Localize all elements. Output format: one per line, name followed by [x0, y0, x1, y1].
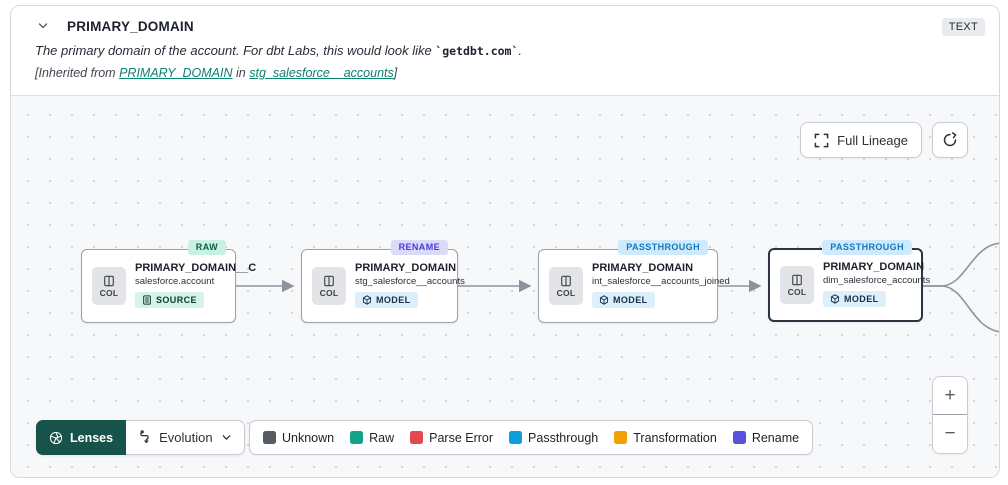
node-title: PRIMARY_DOMAIN	[355, 262, 457, 274]
legend-item: Unknown	[263, 431, 334, 445]
lenses-button[interactable]: Lenses	[36, 420, 127, 455]
source-icon	[143, 295, 151, 305]
model-icon	[599, 295, 609, 305]
column-header: PRIMARY_DOMAIN TEXT The primary domain o…	[11, 6, 999, 96]
lineage-node-dim-selected[interactable]: PASSTHROUGH COL PRIMARY_DOMAIN dim_sales…	[768, 240, 931, 322]
refresh-button[interactable]	[932, 122, 968, 158]
lineage-canvas[interactable]: Full Lineage RAW COL PRIMARY_DOMAIN__C s…	[11, 96, 999, 477]
legend-item: Raw	[350, 431, 394, 445]
legend-item: Parse Error	[410, 431, 493, 445]
zoom-controls: + −	[932, 376, 968, 454]
column-lineage-panel: PRIMARY_DOMAIN TEXT The primary domain o…	[10, 5, 1000, 478]
column-type-badge: TEXT	[941, 18, 985, 36]
resource-type-badge: SOURCE	[135, 292, 204, 308]
full-lineage-button[interactable]: Full Lineage	[800, 122, 922, 158]
refresh-icon	[943, 132, 957, 147]
node-title: PRIMARY_DOMAIN	[823, 261, 925, 273]
resource-type-badge: MODEL	[592, 292, 655, 308]
legend-swatch	[509, 431, 523, 444]
legend-swatch	[263, 431, 276, 444]
fullscreen-icon	[814, 133, 829, 147]
node-subtitle: stg_salesforce__accounts	[355, 276, 465, 287]
legend-swatch	[350, 431, 364, 444]
model-icon	[830, 294, 840, 304]
node-subtitle: dim_salesforce_accounts	[823, 275, 931, 286]
status-badge: PASSTHROUGH	[618, 240, 708, 255]
status-badge: PASSTHROUGH	[822, 240, 912, 255]
lens-aperture-icon	[49, 431, 63, 444]
lens-legend: Unknown Raw Parse Error Passthrough Tran…	[249, 420, 814, 455]
lineage-node-staging[interactable]: RENAME COL PRIMARY_DOMAIN stg_salesforce…	[301, 240, 465, 323]
lineage-node-intermediate[interactable]: PASSTHROUGH COL PRIMARY_DOMAIN int_sales…	[538, 240, 730, 323]
zoom-in-button[interactable]: +	[933, 377, 967, 415]
column-title: PRIMARY_DOMAIN	[67, 18, 194, 34]
node-title: PRIMARY_DOMAIN__C	[135, 262, 257, 274]
chevron-down-icon	[222, 435, 230, 440]
node-title: PRIMARY_DOMAIN	[592, 262, 694, 274]
column-icon: COL	[92, 267, 126, 305]
legend-swatch	[410, 431, 424, 444]
model-icon	[362, 295, 372, 305]
inherited-column-link[interactable]: PRIMARY_DOMAIN	[119, 66, 233, 80]
column-icon: COL	[312, 267, 346, 305]
status-badge: RAW	[187, 240, 226, 255]
lineage-node-source[interactable]: RAW COL PRIMARY_DOMAIN__C salesforce.acc…	[81, 240, 257, 323]
node-subtitle: salesforce.account	[135, 276, 215, 287]
inline-code: `getdbt.com`	[435, 44, 519, 58]
legend-item: Rename	[732, 431, 799, 445]
inherited-model-link[interactable]: stg_salesforce__accounts	[249, 66, 394, 80]
column-icon: COL	[549, 267, 583, 305]
collapse-chevron-icon[interactable]	[35, 18, 51, 34]
lenses-group: Lenses Evolution	[36, 420, 245, 455]
resource-type-badge: MODEL	[823, 291, 886, 307]
column-icon: COL	[780, 266, 814, 304]
evolution-path-icon	[140, 430, 149, 444]
resource-type-badge: MODEL	[355, 292, 418, 308]
status-badge: RENAME	[390, 240, 448, 255]
inherited-note: [Inherited from PRIMARY_DOMAIN in stg_sa…	[35, 66, 398, 80]
legend-swatch	[732, 431, 746, 444]
legend-item: Transformation	[614, 431, 717, 445]
lens-select[interactable]: Evolution	[126, 420, 245, 455]
node-subtitle: int_salesforce__accounts_joined	[592, 276, 730, 287]
legend-swatch	[614, 431, 628, 444]
legend-item: Passthrough	[509, 431, 598, 445]
zoom-out-button[interactable]: −	[933, 415, 967, 453]
column-description: The primary domain of the account. For d…	[35, 43, 523, 58]
